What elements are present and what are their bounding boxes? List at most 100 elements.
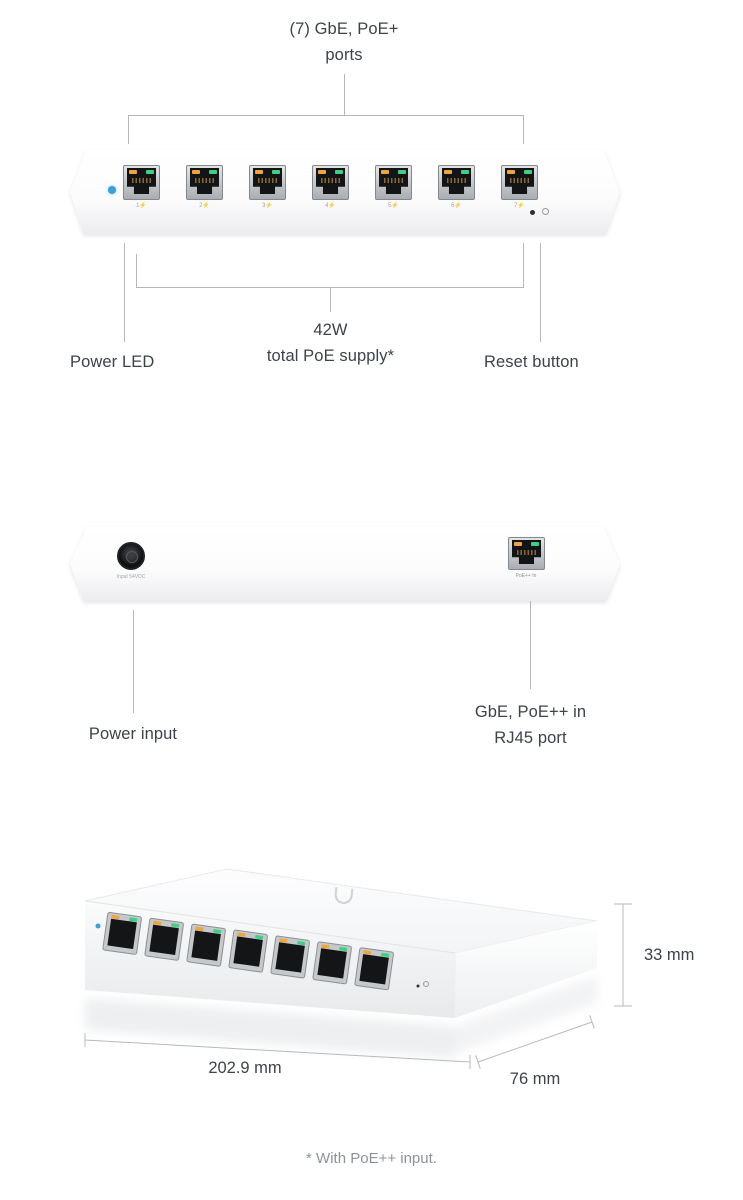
port-number-label: 4⚡ xyxy=(325,203,336,209)
ethernet-port-5: 5⚡ xyxy=(375,165,412,209)
dimension-height xyxy=(614,903,632,1007)
led-amber-icon xyxy=(514,542,522,546)
port-frame xyxy=(375,165,412,200)
poe-bracket-right xyxy=(523,243,524,287)
led-green-icon xyxy=(146,170,154,174)
rj45-in-port xyxy=(508,537,545,570)
poe-supply-line1: 42W xyxy=(313,321,348,339)
port-number-label: 2⚡ xyxy=(199,203,210,209)
dimension-depth-label: 76 mm xyxy=(510,1070,560,1088)
callout-stem-top xyxy=(344,74,345,115)
front-ports-row: 1⚡ 2⚡ xyxy=(123,165,538,209)
ubiquiti-logo-icon xyxy=(334,887,354,904)
switch-back-view: Input 54VDC PoE++ In xyxy=(70,527,620,601)
led-amber-icon xyxy=(444,170,452,174)
port-pins xyxy=(510,178,529,183)
power-input-connector-icon xyxy=(117,542,145,570)
reset-button-3d-icon xyxy=(416,984,420,988)
dimension-length xyxy=(84,1033,471,1069)
switch-3d-view: 33 mm 202.9 mm 76 mm xyxy=(84,868,694,1088)
ethernet-port-3d-1 xyxy=(102,911,143,956)
led-green-icon xyxy=(398,170,406,174)
ethernet-port-3: 3⚡ xyxy=(249,165,286,209)
poe-bracket-left xyxy=(136,254,137,287)
power-led-callout-line xyxy=(124,243,125,342)
port-frame xyxy=(501,165,538,200)
port-frame xyxy=(249,165,286,200)
ethernet-port-6: 6⚡ xyxy=(438,165,475,209)
ports-callout-line2: ports xyxy=(325,46,363,64)
led-amber-icon xyxy=(507,170,515,174)
reflection xyxy=(85,976,597,1058)
led-amber-icon xyxy=(381,170,389,174)
rj45-label-line1: GbE, PoE++ in xyxy=(474,703,587,721)
switch-back-body: Input 54VDC PoE++ In xyxy=(70,527,620,601)
footnote: * With PoE++ input. xyxy=(306,1150,437,1167)
power-input-callout-line xyxy=(133,610,134,713)
poe-supply-label: 42W total PoE supply* xyxy=(230,317,431,369)
power-led-label: Power LED xyxy=(70,353,155,371)
reset-button-icon xyxy=(530,210,535,215)
led-green-icon xyxy=(524,170,532,174)
ethernet-port-2: 2⚡ xyxy=(186,165,223,209)
ports-callout-label: (7) GbE, PoE+ ports xyxy=(244,16,444,68)
led-green-icon xyxy=(531,542,539,546)
dimension-height-label: 33 mm xyxy=(644,946,694,964)
connector-voltage-label: Input 54VDC xyxy=(116,574,146,580)
led-green-icon xyxy=(335,170,343,174)
top-front-edge xyxy=(84,900,456,954)
ethernet-port-3d-3 xyxy=(186,923,227,967)
port-number-label: 3⚡ xyxy=(262,203,273,209)
led-amber-icon xyxy=(255,170,263,174)
ethernet-port-1: 1⚡ xyxy=(123,165,160,209)
poe-bracket-stem xyxy=(330,287,331,312)
led-amber-icon xyxy=(129,170,137,174)
ports-callout-line1: (7) GbE, PoE+ xyxy=(289,20,399,38)
led-green-icon xyxy=(209,170,217,174)
reset-callout-line xyxy=(540,243,541,342)
ethernet-port-3d-6 xyxy=(312,941,353,985)
poe-in-label: PoE++ In xyxy=(515,573,537,579)
port-pins xyxy=(195,178,214,183)
port-number-label: 1⚡ xyxy=(136,203,147,209)
port-pins xyxy=(258,178,277,183)
callout-bracket-left-drop xyxy=(128,115,129,144)
rj45-label-line2: RJ45 port xyxy=(494,729,567,747)
ethernet-port-3d-2 xyxy=(144,917,185,961)
switch-front-view: 1⚡ 2⚡ xyxy=(70,150,620,234)
ethernet-port-7: 7⚡ xyxy=(501,165,538,209)
port-frame xyxy=(186,165,223,200)
poe-supply-line2: total PoE supply* xyxy=(266,347,395,365)
port-frame xyxy=(312,165,349,200)
ethernet-port-3d-5 xyxy=(270,935,311,979)
callout-bracket-right-drop xyxy=(523,115,524,144)
reset-button-label: Reset button xyxy=(484,353,579,371)
port-frame xyxy=(508,537,545,570)
reset-hole-icon xyxy=(542,208,549,215)
ethernet-port-4: 4⚡ xyxy=(312,165,349,209)
led-amber-icon xyxy=(318,170,326,174)
right-face xyxy=(455,921,597,1018)
switch-front-body: 1⚡ 2⚡ xyxy=(70,150,620,234)
callout-bracket-top xyxy=(128,115,524,116)
port-pins xyxy=(447,178,466,183)
port-pins xyxy=(517,550,536,555)
dimension-depth xyxy=(475,1015,595,1069)
power-led-3d-icon xyxy=(95,923,101,929)
ethernet-port-3d-4 xyxy=(228,929,269,973)
ethernet-port-3d-7 xyxy=(354,947,395,991)
power-led-icon xyxy=(108,186,116,194)
led-amber-icon xyxy=(192,170,200,174)
reset-hole-3d-icon xyxy=(423,981,429,987)
power-input-label: Power input xyxy=(88,725,178,743)
rj45-port-label: GbE, PoE++ in RJ45 port xyxy=(448,699,613,751)
port-frame xyxy=(123,165,160,200)
port-pins xyxy=(132,178,151,183)
led-green-icon xyxy=(272,170,280,174)
port-frame xyxy=(438,165,475,200)
rj45-callout-line xyxy=(530,601,531,689)
dimension-length-label: 202.9 mm xyxy=(208,1059,281,1077)
port-pins xyxy=(321,178,340,183)
port-pins xyxy=(384,178,403,183)
